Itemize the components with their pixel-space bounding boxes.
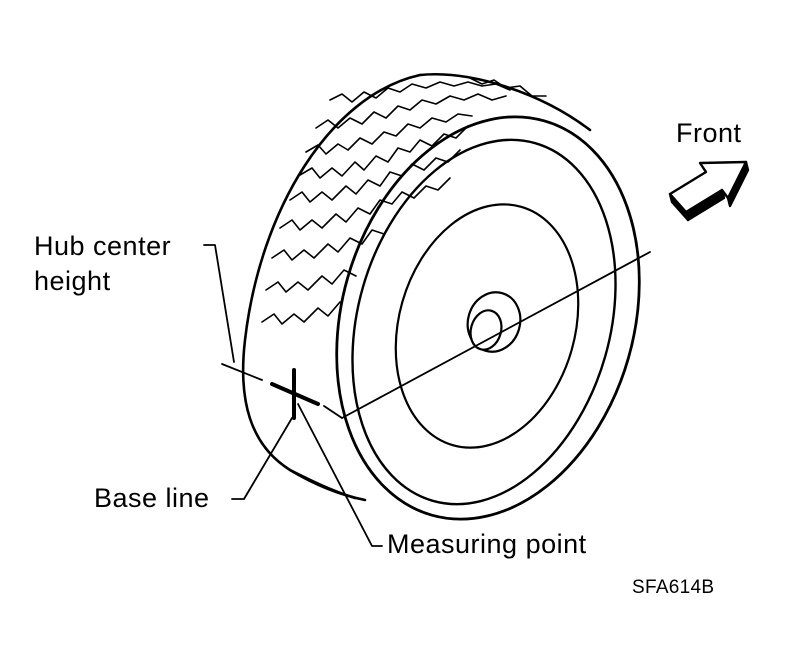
front-arrow-icon xyxy=(668,160,750,222)
hub-center-height-label-line2: height xyxy=(34,266,111,296)
wheel-disc xyxy=(394,203,580,449)
hub-center-leader xyxy=(203,244,235,363)
hub-center-line xyxy=(341,251,651,419)
hub xyxy=(466,291,522,353)
measuring-point-label: Measuring point xyxy=(387,529,587,559)
rim-edge xyxy=(351,138,617,506)
tread-pattern xyxy=(261,77,547,325)
base-line-leader xyxy=(231,417,293,500)
base-line xyxy=(221,363,263,381)
hub-center-height-label-line1: Hub center xyxy=(34,231,172,261)
base-line-label: Base line xyxy=(94,483,210,513)
figure-code: SFA614B xyxy=(632,577,715,598)
front-label: Front xyxy=(676,118,742,148)
tire-body xyxy=(241,73,592,502)
sidewall-outer xyxy=(335,115,641,521)
measuring-point-leader xyxy=(297,403,383,547)
